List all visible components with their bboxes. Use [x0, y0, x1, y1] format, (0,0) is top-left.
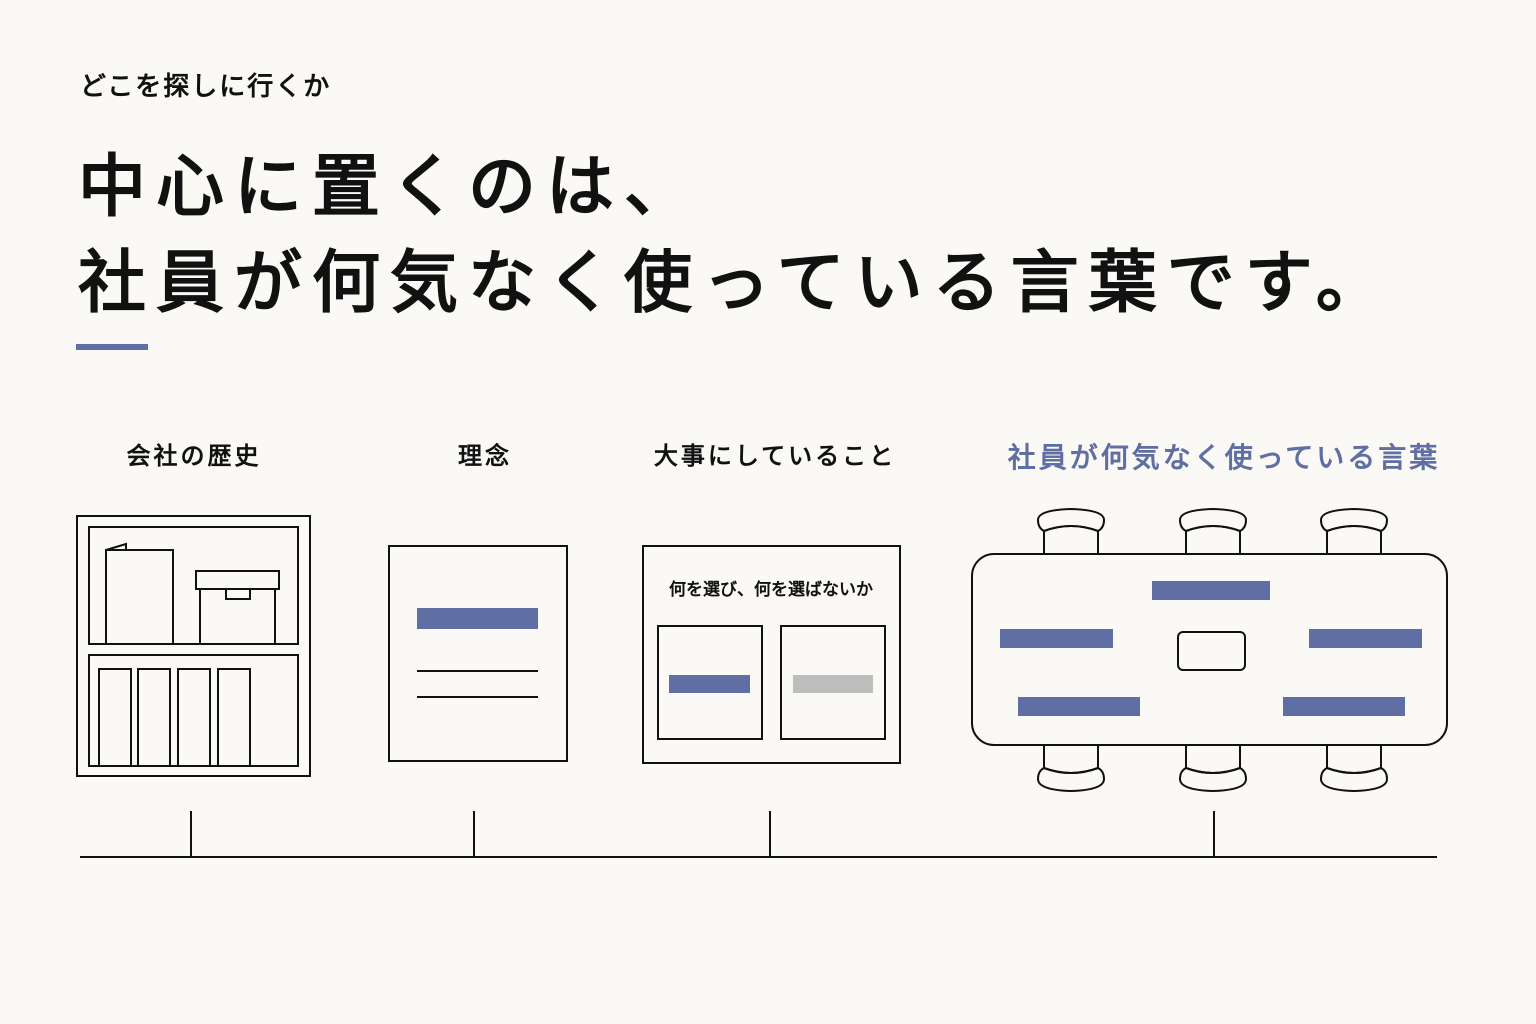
accent-divider [76, 344, 148, 350]
choice-card-caption: 何を選び、何を選ばないか [669, 579, 873, 600]
bookshelf-icon [76, 515, 311, 777]
document-icon [388, 545, 568, 762]
timeline [80, 811, 1437, 858]
document-title-bar [417, 608, 538, 629]
choice-selected-bar [669, 675, 750, 693]
headline-line-1: 中心に置くのは、 [78, 148, 703, 227]
choice-unselected-bar [793, 675, 873, 693]
word-bar-5 [1283, 697, 1405, 716]
label-values: 大事にしていること [653, 442, 897, 470]
word-bar-3 [1309, 629, 1422, 648]
chair-bottom-2 [1178, 746, 1248, 793]
chair-top-2 [1178, 507, 1248, 554]
chair-bottom-1 [1036, 746, 1106, 793]
word-bar-2 [1000, 629, 1113, 648]
word-bar-1 [1152, 581, 1270, 600]
meeting-table-icon [971, 507, 1448, 793]
headline-line-2: 社員が何気なく使っている言葉です。 [78, 244, 1394, 323]
label-company-history: 会社の歴史 [126, 442, 262, 470]
label-philosophy: 理念 [458, 442, 512, 470]
choice-card-icon [642, 545, 901, 764]
word-bar-4 [1018, 697, 1140, 716]
chair-top-3 [1319, 507, 1389, 554]
chair-bottom-3 [1319, 746, 1389, 793]
label-everyday-words: 社員が何気なく使っている言葉 [1007, 441, 1441, 474]
chair-top-1 [1036, 507, 1106, 554]
eyebrow-text: どこを探しに行くか [80, 72, 332, 102]
headline: 中心に置くのは、 社員が何気なく使っている言葉です。 [78, 140, 1394, 332]
